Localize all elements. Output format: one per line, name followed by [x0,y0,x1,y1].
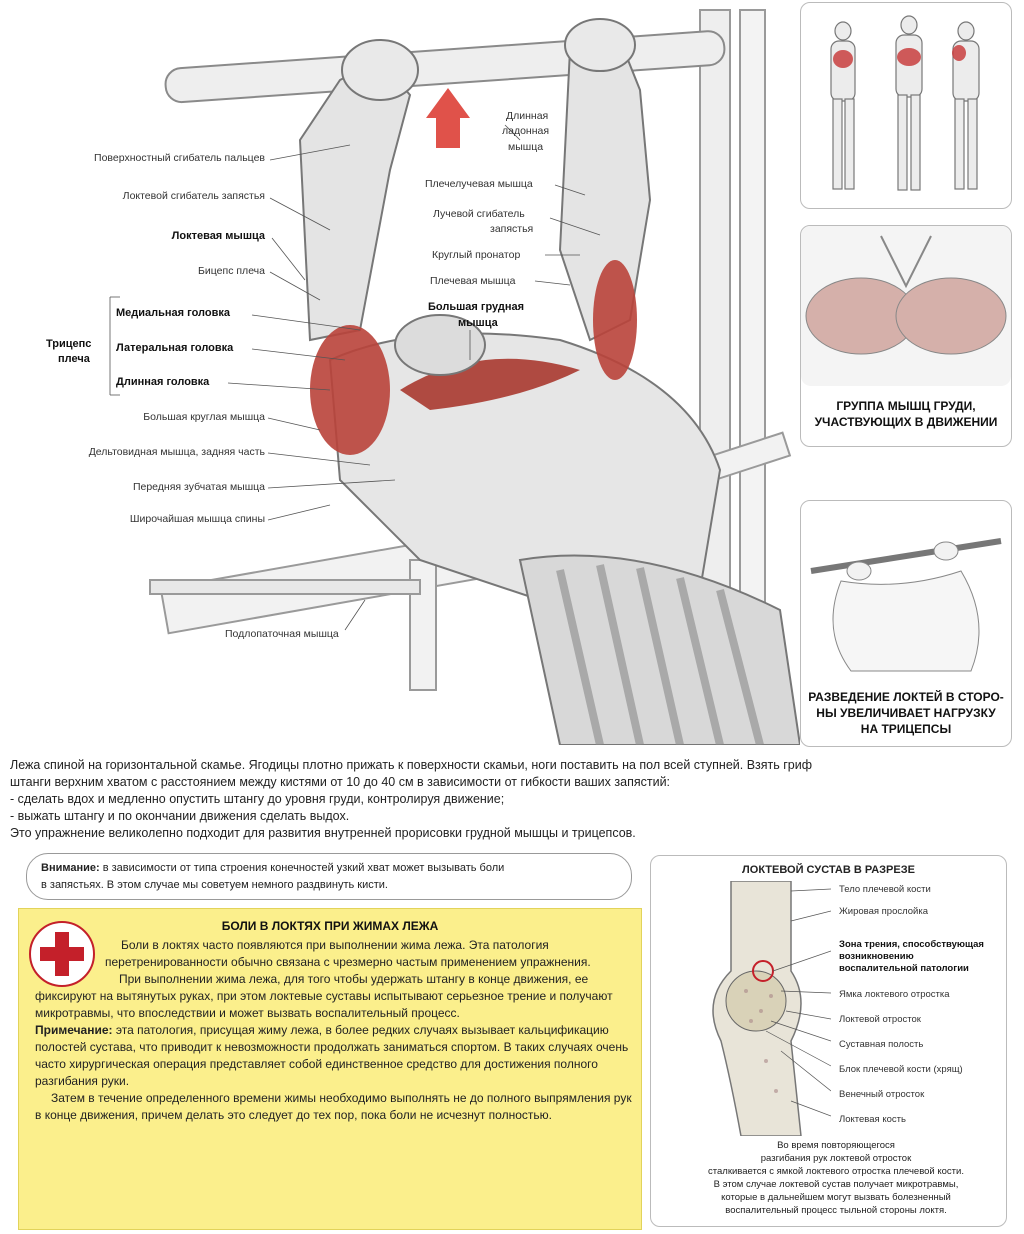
desc-line-2: штанги верхним хватом с расстоянием межд… [10,775,671,789]
label-palmaris-longus-2: ладонная [502,125,550,137]
exercise-description: Лежа спиной на горизонтальной скамье. Яг… [10,757,1010,842]
elbow-joint-panel: ЛОКТЕВОЙ СУСТАВ В РАЗРЕЗЕ Тело плечевой … [650,855,1007,1227]
attention-label: Внимание: [41,862,100,874]
joint-footer-3: сталкивается с ямкой локтевого отростка … [708,1166,964,1177]
chest-muscles-illustration [801,226,1011,386]
joint-footer-5: которые в дальнейшем могут вызвать болез… [721,1192,951,1203]
chest-caption-2: УЧАСТВУЮЩИХ В ДВИЖЕНИИ [814,415,998,429]
desc-line-4: - выжать штангу и по окончании движения … [10,809,350,823]
label-radial-flexor-1: Лучевой сгибатель [433,208,525,220]
elbow-wide-panel: РАЗВЕДЕНИЕ ЛОКТЕЙ В СТОРО- НЫ УВЕЛИЧИВАЕ… [800,500,1012,747]
medical-cross-icon [29,921,95,987]
joint-label-friction-3: воспалительной патологии [839,963,969,974]
label-teres-major: Большая круглая мышца [143,411,265,423]
label-long-head: Длинная головка [116,376,210,388]
joint-label-friction-2: возникновению [839,951,914,962]
label-pronator-teres: Круглый пронатор [432,249,521,261]
pain-note-label: Примечание: [35,1023,113,1037]
joint-title: ЛОКТЕВОЙ СУСТАВ В РАЗРЕЗЕ [742,864,915,876]
attention-note: Внимание: в зависимости от типа строения… [26,853,632,900]
label-biceps: Бицепс плеча [198,265,265,277]
up-arrow-icon [426,88,470,148]
label-anconeus: Локтевая мышца [171,230,265,242]
desc-line-5: Это упражнение великолепно подходит для … [10,826,636,840]
elbow-caption-1: РАЗВЕДЕНИЕ ЛОКТЕЙ В СТОРО- [808,690,1004,704]
label-palmaris-longus-1: Длинная [506,110,549,122]
label-brachialis: Плечевая мышца [430,275,516,287]
joint-label-ulna: Локтевая кость [839,1114,906,1125]
joint-footer-6: воспалительный процесс тыльной стороны л… [725,1205,947,1216]
chest-caption-1: ГРУППА МЫШЦ ГРУДИ, [836,399,976,413]
triceps-right [593,260,637,380]
desc-line-3: - сделать вдох и медленно опустить штанг… [10,792,505,806]
joint-label-olecranon: Локтевой отросток [839,1014,921,1025]
elbow-caption-3: НА ТРИЦЕПСЫ [860,722,952,736]
joint-label-humerus: Тело плечевой кости [839,884,931,895]
anatomy-figures [830,15,980,191]
pain-paragraph-3: Затем в течение определенного времени жи… [35,1091,632,1122]
joint-footer: Во время повторяющегося разгибания рук л… [671,1139,1001,1217]
label-lateral-head: Латеральная головка [116,342,234,354]
bench-press-illustration [109,9,800,745]
joint-footer-1: Во время повторяющегося [777,1140,895,1151]
label-ulnar-wrist-flexor: Локтевой сгибатель запястья [122,190,265,202]
elbow-pain-box: БОЛИ В ЛОКТЯХ ПРИ ЖИМАХ ЛЕЖА Боли в локт… [18,908,642,1230]
label-palmaris-longus-3: мышца [508,141,544,153]
label-superficial-flexor: Поверхностный сгибатель пальцев [94,152,265,164]
attention-text-2: в запястьях. В этом случае мы советуем н… [41,879,388,891]
label-serratus: Передняя зубчатая мышца [132,481,265,493]
triceps-left [310,325,390,455]
pain-paragraph-2: При выполнении жима лежа, для того чтобы… [35,972,613,1020]
label-radial-flexor-2: запястья [490,223,534,235]
label-brachioradialis: Плечелучевая мышца [425,178,533,190]
attention-text-1: в зависимости от типа строения конечност… [99,862,505,874]
desc-line-1: Лежа спиной на горизонтальной скамье. Яг… [10,758,813,772]
label-triceps: Трицепс [46,338,92,350]
joint-label-trochlea: Блок плечевой кости (хрящ) [839,1064,963,1075]
joint-label-coronoid: Венечный отросток [839,1089,925,1100]
elbow-caption-2: НЫ УВЕЛИЧИВАЕТ НАГРУЗКУ [816,706,996,720]
label-pectoralis-major-2: мышца [458,317,498,329]
joint-label-cavity: Суставная полость [839,1039,924,1050]
label-latissimus: Широчайшая мышца спины [129,513,265,525]
label-subscapularis: Подлопаточная мышца [225,628,339,640]
label-rear-deltoid: Дельтовидная мышца, задняя часть [88,446,265,458]
joint-footer-2: разгибания рук локтевой отросток [760,1153,912,1164]
pain-note-text: эта патология, присущая жиму лежа, в бол… [35,1023,629,1088]
label-medial-head: Медиальная головка [116,307,230,319]
pain-paragraph-1: Боли в локтях часто появляются при выпол… [105,938,591,969]
joint-label-friction-1: Зона трения, способствующая [839,939,984,950]
label-triceps-line2: плеча [58,353,90,365]
muscle-figures-panel [800,2,1012,209]
striped-pants [518,554,800,745]
wide-grip-sketch [810,538,1002,672]
pain-title: БОЛИ В ЛОКТЯХ ПРИ ЖИМАХ ЛЕЖА [221,919,439,933]
joint-footer-4: В этом случае локтевой сустав получает м… [713,1179,959,1190]
label-pectoralis-major-1: Большая грудная [428,301,525,313]
joint-label-fat: Жировая прослойка [839,906,929,917]
chest-panel: ГРУППА МЫШЦ ГРУДИ, УЧАСТВУЮЩИХ В ДВИЖЕНИ… [800,225,1012,447]
elbow-joint-illustration [712,881,831,1136]
joint-label-olecranon-fossa: Ямка локтевого отростка [839,989,950,1000]
